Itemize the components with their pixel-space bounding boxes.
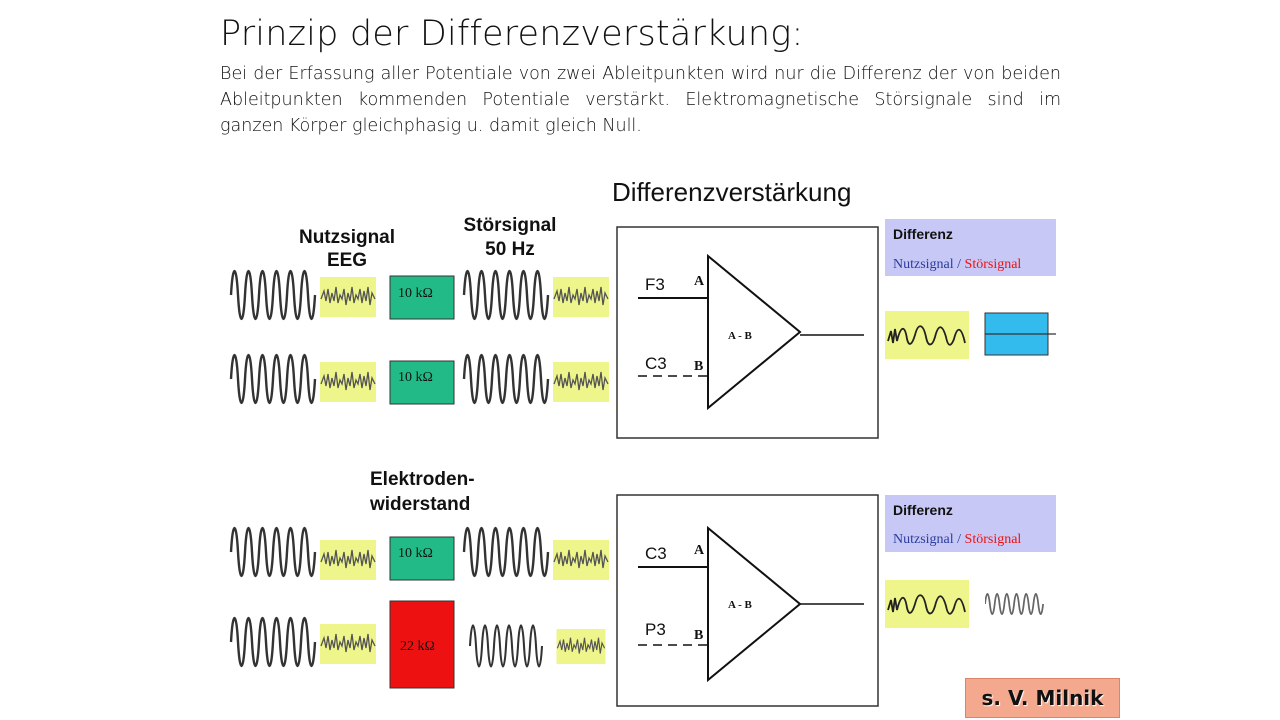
eeg-wave-icon — [555, 629, 607, 664]
eeg-wave-icon — [553, 276, 609, 318]
bottom-legend: Differenz Nutzsignal / Störsignal — [885, 495, 1056, 552]
signal-row-1: 10 kΩ — [229, 269, 609, 321]
legend-text: Nutzsignal / Störsignal — [893, 532, 1021, 547]
output-residual-sine-icon — [985, 592, 1045, 616]
sine-wave-icon — [229, 616, 317, 668]
input-b-label: C3 — [645, 354, 667, 373]
pin-a-label: A — [694, 274, 705, 289]
sine-wave-icon — [229, 526, 317, 578]
resistor-box — [389, 275, 455, 320]
resistor-label: 10 kΩ — [398, 546, 433, 561]
signal-row-3: 10 kΩ — [229, 526, 609, 581]
eeg-wave-icon — [320, 624, 376, 664]
credit-badge: s. V. Milnik — [965, 678, 1120, 718]
eeg-wave-icon — [320, 361, 376, 403]
signal-row-4: 22 kΩ — [229, 600, 607, 689]
resistor-box-high — [389, 600, 455, 689]
resistor-label: 10 kΩ — [398, 286, 433, 301]
sine-wave-icon — [229, 269, 317, 321]
label-50hz: 50 Hz — [485, 239, 535, 260]
eeg-wave-icon — [320, 276, 376, 318]
amplifier-triangle — [707, 525, 802, 683]
sine-wave-icon — [462, 269, 550, 321]
bottom-amplifier: C3 P3 A B A - B — [616, 494, 879, 707]
sine-wave-icon — [468, 624, 544, 668]
slide-body-text: Bei der Erfassung aller Potentiale von z… — [220, 64, 1061, 136]
legend-stoersignal: Störsignal — [965, 257, 1022, 272]
pin-b-label: B — [694, 628, 703, 643]
resistor-box — [389, 360, 455, 405]
label-widerstand: widerstand — [369, 494, 470, 515]
legend-nutzsignal: Nutzsignal — [893, 532, 954, 547]
legend-separator: / — [954, 532, 965, 547]
input-a-label: C3 — [645, 544, 667, 563]
legend-title: Differenz — [893, 502, 953, 518]
operation-label: A - B — [728, 330, 753, 342]
output-eeg-wave-icon — [885, 311, 969, 359]
label-elektroden: Elektroden- — [370, 469, 475, 490]
operation-label: A - B — [728, 599, 753, 611]
amplifier-triangle — [707, 253, 802, 411]
legend-stoersignal: Störsignal — [965, 532, 1022, 547]
legend-box — [885, 219, 1056, 276]
diagram-heading: Differenzverstärkung — [612, 177, 851, 207]
eeg-wave-icon — [553, 540, 609, 580]
legend-title: Differenz — [893, 226, 953, 242]
sine-wave-icon — [462, 353, 550, 405]
label-nutzsignal: Nutzsignal — [299, 227, 395, 248]
pin-b-label: B — [694, 359, 703, 374]
eeg-wave-icon — [553, 361, 609, 403]
sine-wave-icon — [462, 526, 550, 578]
resistor-label: 22 kΩ — [400, 639, 435, 654]
output-eeg-wave-icon — [885, 580, 969, 628]
resistor-box — [389, 536, 455, 581]
resistor-label: 10 kΩ — [398, 370, 433, 385]
legend-box — [885, 495, 1056, 552]
legend-text: Nutzsignal / Störsignal — [893, 257, 1021, 272]
slide-title: Prinzip der Differenzverstärkung: — [220, 14, 804, 54]
label-eeg: EEG — [327, 250, 367, 271]
signal-row-2: 10 kΩ — [229, 353, 609, 405]
pin-a-label: A — [694, 543, 705, 558]
top-legend: Differenz Nutzsignal / Störsignal — [885, 219, 1056, 276]
input-b-label: P3 — [645, 620, 666, 639]
legend-nutzsignal: Nutzsignal — [893, 257, 954, 272]
sine-wave-icon — [229, 353, 317, 405]
label-stoersignal: Störsignal — [464, 215, 557, 236]
eeg-wave-icon — [320, 540, 376, 580]
top-amplifier: F3 C3 A B A - B — [616, 226, 879, 439]
input-a-label: F3 — [645, 275, 665, 294]
legend-separator: / — [954, 257, 965, 272]
